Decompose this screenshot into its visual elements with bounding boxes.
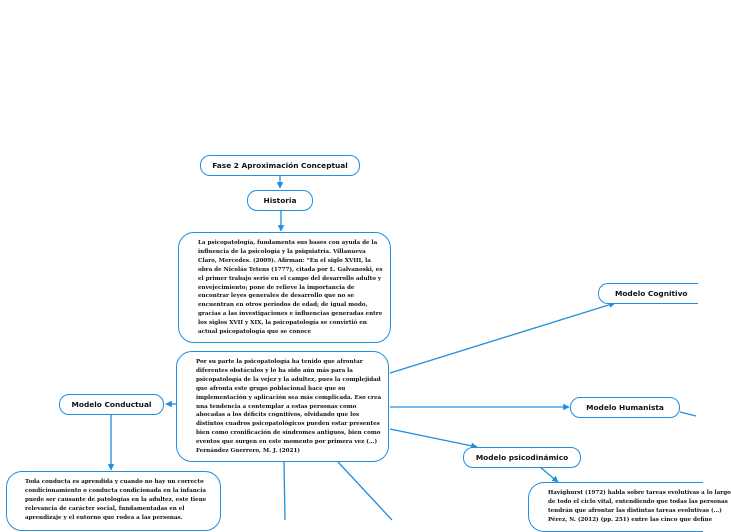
connector-layer — [107, 175, 697, 521]
psicodinamico-text-node[interactable]: Havighurst (1972) habla sobre tareas evo… — [528, 482, 731, 532]
main-text-node[interactable]: Por su parte la psicopatología ha tenido… — [176, 351, 389, 462]
text-line: diferentes obstáculos y lo ha sido aún m… — [196, 367, 353, 374]
text-line: el primer trabajo serio en el campo del … — [198, 275, 382, 282]
edge-main-down-2 — [337, 461, 393, 521]
historia-label: Historia — [263, 196, 297, 205]
edge-main-cognitivo — [389, 301, 616, 374]
text-line: condicionamiento o conducta condicionada… — [25, 487, 206, 494]
text-line: actual psicopatología que se conoce — [198, 329, 312, 336]
text-line: distintos cuadros psicopatológicos puede… — [196, 421, 380, 428]
text-line: de todo el ciclo vital, entendiendo que … — [548, 498, 728, 505]
text-line: Por su parte la psicopatología ha tenido… — [196, 359, 363, 365]
edge-humanista-offscreen — [679, 411, 697, 417]
historia-text-node[interactable]: La psicopatología, fundamenta sus bases … — [178, 232, 391, 343]
edge-main-psicodinamico — [389, 428, 478, 449]
edge-main-down-1 — [283, 461, 286, 521]
modelo-conductual-label: Modelo Conductual — [71, 400, 152, 409]
text-line: relevancia de carácter social, fundament… — [25, 505, 185, 512]
text-line: envejecimiento; pone de relieve la impor… — [198, 284, 355, 291]
text-line: eventos que surgen en este momento por p… — [196, 439, 378, 446]
text-line: bien como cronificación de síndromes ant… — [196, 430, 381, 437]
text-line: Fernández Guerrero, M. J. (2021) — [196, 448, 301, 455]
text-line: aprendizaje y el entorno que rodea a las… — [25, 514, 183, 521]
modelo-conductual-node[interactable]: Modelo Conductual — [59, 394, 164, 415]
text-line: puede ser causante de patologías en la a… — [25, 496, 207, 503]
text-line: influencia de la psicología y la psiquia… — [198, 248, 366, 255]
modelo-psicodinamico-label: Modelo psicodinámico — [475, 453, 569, 462]
text-line: Pérez, N. (2012) (pp. 251) entre las cin… — [548, 516, 713, 523]
modelo-cognitivo-label: Modelo Cognitivo — [615, 289, 688, 298]
text-line: los siglos XVII y XIX, la psicopatología… — [198, 320, 367, 327]
text-line: psicopatología de la vejez y la adultez,… — [196, 376, 381, 383]
text-line: encuentran en otros periodos de edad; de… — [198, 302, 368, 309]
conductual-text-node[interactable]: Toda conducta es aprendida y cuando no h… — [6, 471, 221, 531]
fase-2-label: Fase 2 Aproximación Conceptual — [212, 161, 348, 170]
historia-node[interactable]: Historia — [247, 190, 313, 211]
text-line: tendrán que afrontar las distintas tarea… — [548, 507, 722, 514]
text-line: abocadas a los déficits cognitivos, olvi… — [196, 412, 360, 419]
text-line: implementación y aplicación sea más comp… — [196, 394, 382, 401]
text-line: que afronta este grupo poblacional hace … — [196, 385, 346, 392]
text-line: gracias a las investigaciones e influenc… — [198, 311, 383, 318]
text-line: una tendencia a contemplar a estas perso… — [196, 403, 357, 410]
modelo-humanista-label: Modelo Humanista — [586, 403, 664, 412]
text-line: Claro, Mercedes. (2009). Afirman: “En el… — [198, 257, 371, 264]
fase-2-node[interactable]: Fase 2 Aproximación Conceptual — [200, 155, 360, 176]
modelo-psicodinamico-node[interactable]: Modelo psicodinámico — [463, 447, 581, 468]
edge-psicodinamico-text — [539, 466, 559, 483]
text-line: encontrar leyes generales de desarrollo … — [198, 293, 355, 300]
text-line: Havighurst (1972) habla sobre tareas evo… — [548, 490, 731, 496]
modelo-cognitivo-node[interactable]: Modelo Cognitivo — [598, 283, 698, 304]
text-line: Toda conducta es aprendida y cuando no h… — [25, 479, 204, 485]
modelo-humanista-node[interactable]: Modelo Humanista — [570, 397, 680, 418]
text-line: La psicopatología, fundamenta sus bases … — [198, 240, 378, 246]
text-line: obra de Nicolás Tetens (1777), citada po… — [198, 266, 383, 273]
